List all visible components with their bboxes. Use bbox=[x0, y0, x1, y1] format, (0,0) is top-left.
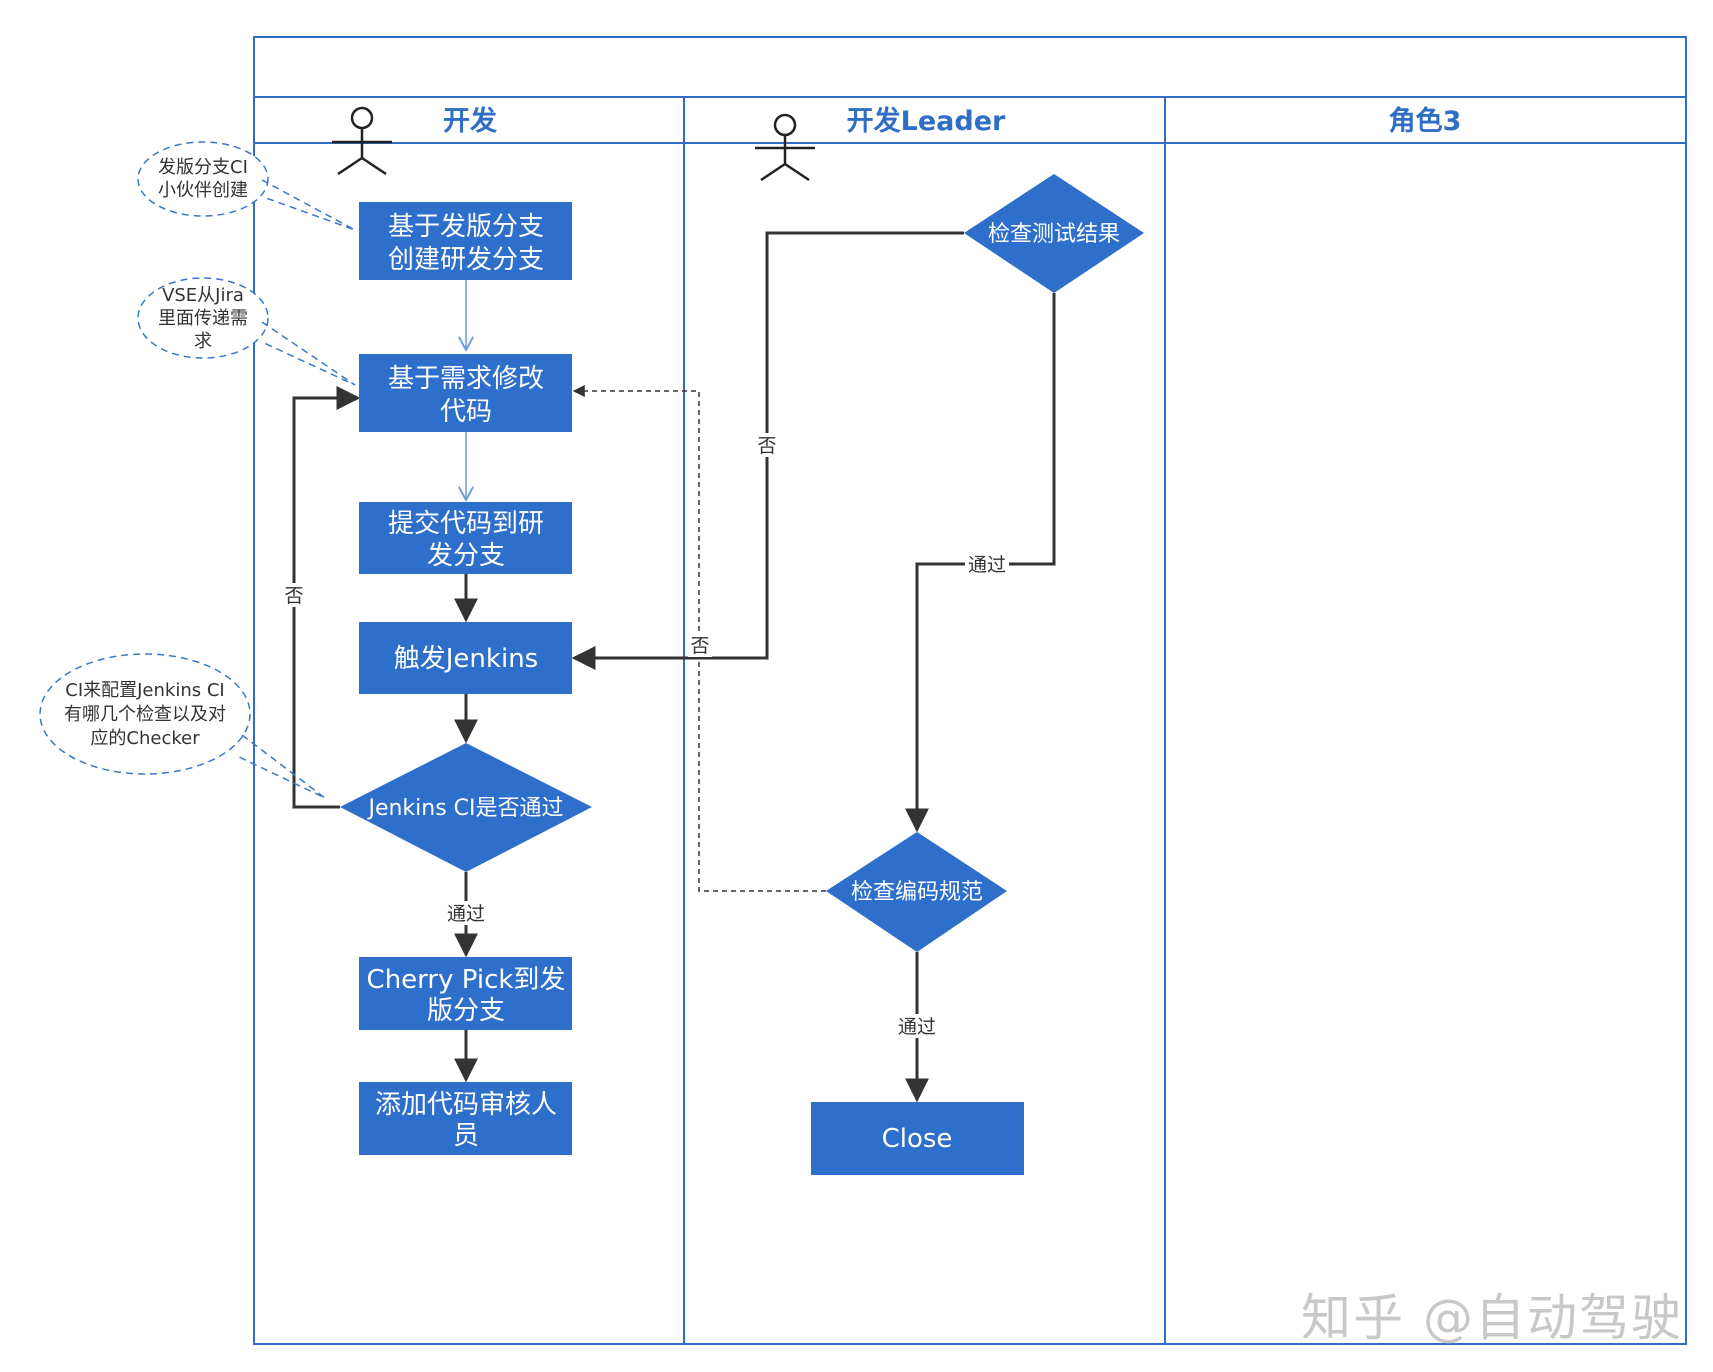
note-ci-line3: 应的Checker bbox=[90, 728, 200, 749]
note-ci-line1: CI来配置Jenkins CI bbox=[65, 680, 224, 701]
note-ci: CI来配置Jenkins CI 有哪几个检查以及对 应的Checker bbox=[39, 653, 326, 799]
edge-labels: 否 通过 否 否 通过 通过 bbox=[282, 433, 1009, 1038]
actor-icon bbox=[755, 113, 815, 182]
node-cherry-pick[interactable]: Cherry Pick到发 版分支 bbox=[359, 957, 572, 1030]
edge-label-test-fail-lower: 否 bbox=[690, 635, 709, 657]
node-add-reviewer[interactable]: 添加代码审核人 员 bbox=[359, 1082, 572, 1155]
node-trigger-jenkins-label: 触发Jenkins bbox=[394, 644, 538, 674]
node-close-label: Close bbox=[882, 1124, 953, 1154]
edge-label-test-pass: 通过 bbox=[968, 554, 1006, 576]
note-vse: VSE从Jira 里面传递需 求 bbox=[137, 277, 356, 386]
lane-title-role3: 角色3 bbox=[1389, 105, 1462, 137]
edge-label-ci-pass: 通过 bbox=[447, 903, 485, 925]
node-create-branch-line1: 基于发版分支 bbox=[388, 212, 544, 242]
node-check-style-label: 检查编码规范 bbox=[851, 880, 983, 905]
note-branch-line1: 发版分支CI bbox=[158, 157, 248, 178]
edge-label-test-fail-side: 否 bbox=[757, 435, 776, 457]
node-add-reviewer-line2: 员 bbox=[453, 1121, 479, 1151]
node-trigger-jenkins[interactable]: 触发Jenkins bbox=[359, 622, 572, 694]
node-check-style[interactable]: 检查编码规范 bbox=[826, 832, 1007, 952]
node-check-test-label: 检查测试结果 bbox=[988, 222, 1120, 247]
lane-title-dev: 开发 bbox=[443, 105, 497, 137]
edge-label-style-pass: 通过 bbox=[898, 1016, 936, 1038]
note-ci-line2: 有哪几个检查以及对 bbox=[64, 704, 226, 725]
pool: 开发 开发Leader 角色3 bbox=[253, 36, 1687, 1345]
note-branch-line2: 小伙伴创建 bbox=[158, 180, 248, 201]
node-ci-pass[interactable]: Jenkins CI是否通过 bbox=[340, 743, 592, 872]
node-commit-code-line2: 发分支 bbox=[427, 541, 505, 571]
node-close[interactable]: Close bbox=[811, 1102, 1024, 1175]
note-branch: 发版分支CI 小伙伴创建 bbox=[137, 141, 356, 231]
node-add-reviewer-line1: 添加代码审核人 bbox=[375, 1090, 557, 1120]
edge-label-ci-fail: 否 bbox=[284, 585, 303, 607]
note-vse-line1: VSE从Jira bbox=[162, 285, 244, 306]
edge-style-fail bbox=[572, 385, 826, 892]
pool-border bbox=[253, 36, 1687, 1345]
node-modify-code-line2: 代码 bbox=[440, 397, 492, 427]
note-vse-line2: 里面传递需 bbox=[158, 308, 248, 329]
node-commit-code[interactable]: 提交代码到研 发分支 bbox=[359, 502, 572, 574]
node-check-test[interactable]: 检查测试结果 bbox=[964, 174, 1144, 293]
lane-title-leader: 开发Leader bbox=[847, 105, 1006, 137]
actor-icon bbox=[332, 106, 392, 176]
node-modify-code[interactable]: 基于需求修改 代码 bbox=[359, 354, 572, 432]
node-cherry-pick-line2: 版分支 bbox=[427, 996, 505, 1026]
watermark: 知乎 @自动驾驶 bbox=[1301, 1289, 1683, 1347]
node-create-branch[interactable]: 基于发版分支 创建研发分支 bbox=[359, 202, 572, 280]
node-ci-pass-label: Jenkins CI是否通过 bbox=[366, 796, 563, 821]
node-commit-code-line1: 提交代码到研 bbox=[388, 509, 544, 539]
node-modify-code-line1: 基于需求修改 bbox=[388, 364, 544, 394]
note-vse-line3: 求 bbox=[194, 331, 212, 352]
node-create-branch-line2: 创建研发分支 bbox=[388, 245, 544, 275]
node-cherry-pick-line1: Cherry Pick到发 bbox=[367, 965, 566, 995]
